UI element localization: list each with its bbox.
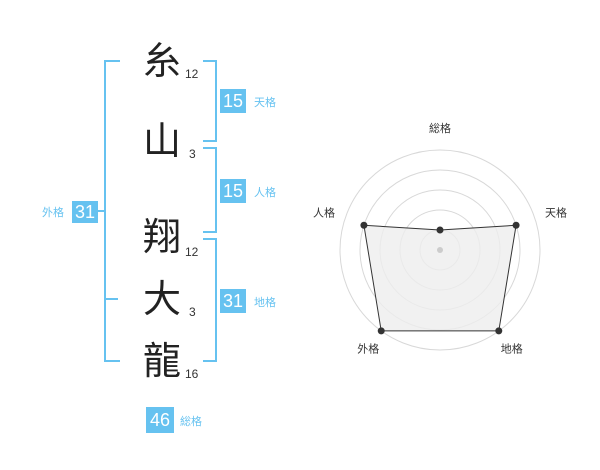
name-char-4: 大	[142, 277, 181, 321]
stroke-count-4: 3	[189, 305, 196, 319]
radar-point-2	[512, 221, 520, 229]
chikaku-bracket	[203, 238, 217, 362]
stroke-count-5: 16	[185, 367, 199, 381]
gaikaku-bracket-tick	[106, 298, 118, 300]
radar-axis-label-2: 天格	[545, 205, 567, 219]
tenkaku-label: 天格	[254, 96, 276, 109]
radar-point-3	[495, 327, 503, 335]
name-char-3: 翔	[142, 215, 181, 259]
name-char-1: 糸	[142, 39, 181, 83]
radar-area	[363, 224, 517, 332]
name-char-5: 龍	[142, 339, 181, 383]
radar-axis-label-5: 人格	[313, 205, 335, 219]
radar-axis-label-4: 外格	[357, 342, 379, 356]
stroke-count-3: 12	[185, 245, 199, 259]
jinkaku-bracket	[203, 147, 217, 233]
gaikaku-bracket-connector	[98, 210, 106, 212]
gaikaku-value: 31	[72, 201, 98, 223]
name-char-2: 山	[142, 119, 181, 163]
chikaku-label: 地格	[254, 296, 276, 309]
jinkaku-value: 15	[220, 179, 246, 203]
radar-axis-label-1: 総格	[429, 121, 451, 135]
radar-point-5	[360, 221, 368, 229]
chikaku-value: 31	[220, 289, 246, 313]
jinkaku-label: 人格	[254, 186, 276, 199]
tenkaku-bracket	[203, 60, 217, 142]
stroke-count-1: 12	[185, 67, 199, 81]
tenkaku-value: 15	[220, 89, 246, 113]
radar-point-1	[436, 226, 444, 234]
radar-ring-5	[339, 149, 541, 351]
radar-axis-label-3: 地格	[501, 342, 523, 356]
gaikaku-label: 外格	[42, 206, 64, 219]
radar-center	[437, 247, 443, 253]
soukaku-label: 総格	[180, 415, 202, 428]
stroke-count-2: 3	[189, 147, 196, 161]
radar-point-4	[377, 327, 385, 335]
soukaku-value: 46	[146, 407, 174, 433]
